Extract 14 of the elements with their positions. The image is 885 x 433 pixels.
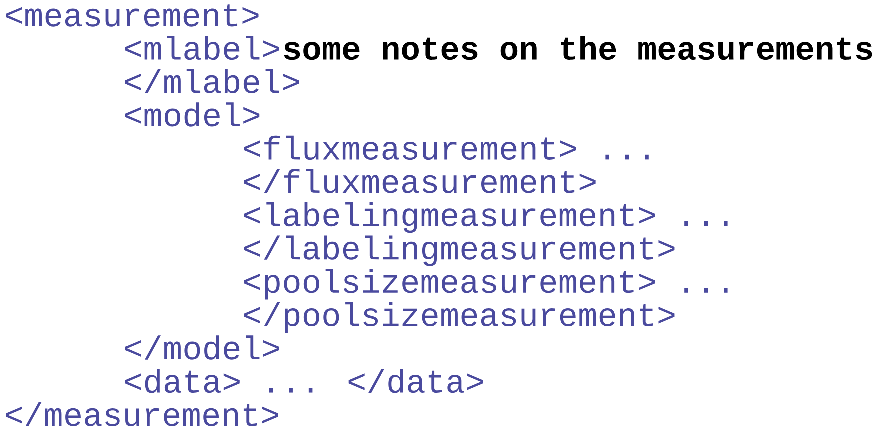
code-line: <mlabel> — [125, 36, 280, 60]
code-line: <poolsizemeasurement> ... — [244, 269, 728, 300]
code-line: <data> ... </data> — [125, 368, 484, 394]
code-line: </labelingmeasurement> — [244, 236, 675, 266]
code-line: <labelingmeasurement> ... — [244, 202, 728, 234]
code-line: <fluxmeasurement> ... — [244, 136, 649, 160]
code-line: </poolsizemeasurement> — [244, 302, 675, 334]
code-line: </measurement> — [6, 402, 278, 426]
code-line: </mlabel> — [125, 69, 300, 94]
code-line: </fluxmeasurement> — [244, 169, 596, 194]
code-line: </model> — [125, 336, 280, 360]
code-line: <model> — [125, 102, 260, 127]
code-line: <measurement> — [6, 4, 259, 27]
note-text: some notes on the measurements — [284, 36, 872, 60]
